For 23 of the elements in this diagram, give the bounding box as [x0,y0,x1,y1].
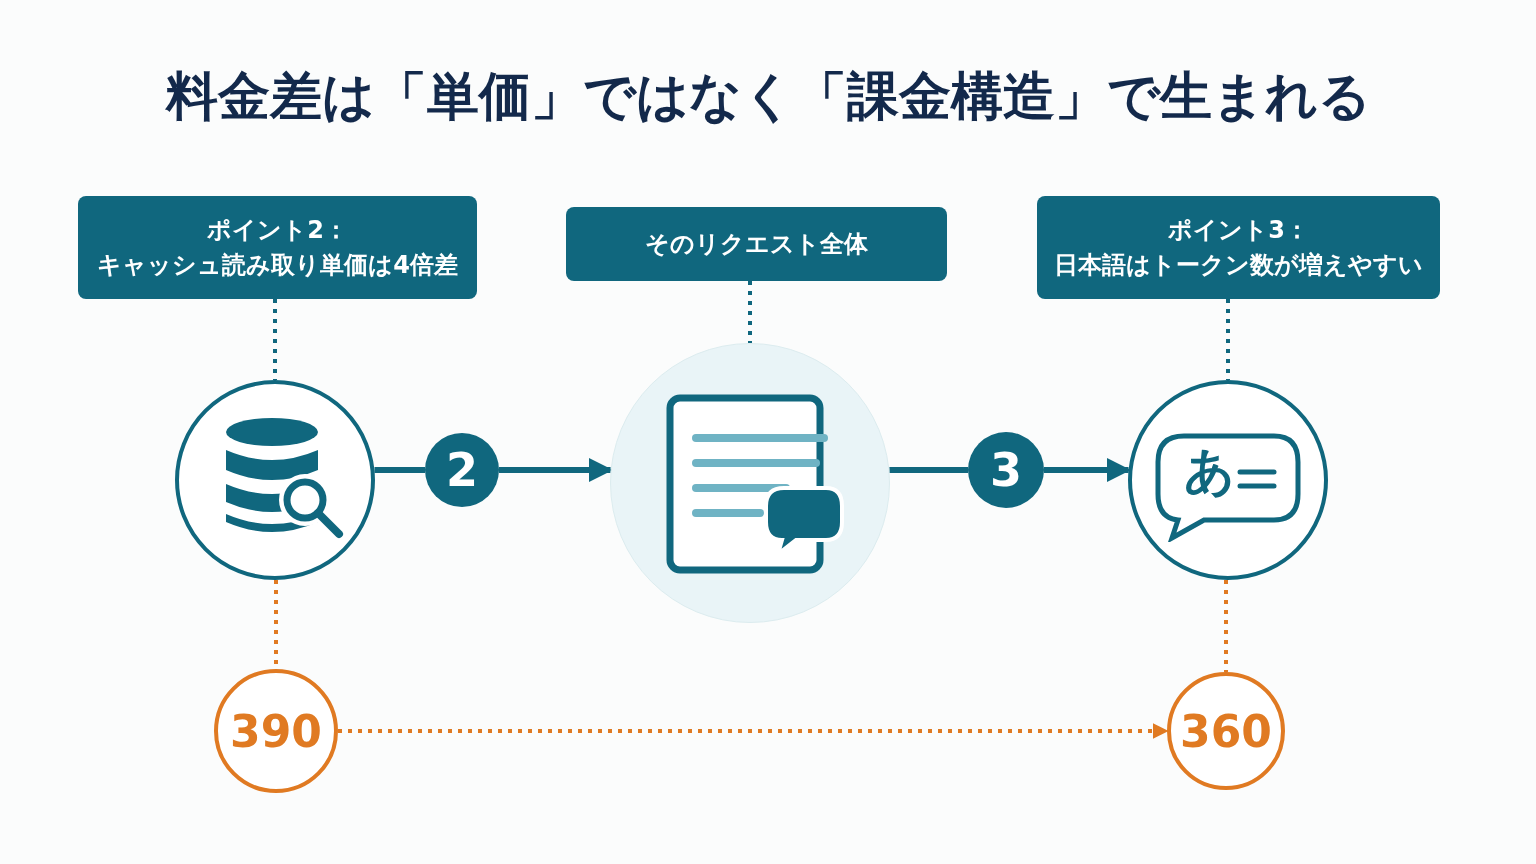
box-heading: ポイント3： [1168,214,1309,246]
value-text: 390 [230,705,322,757]
label-box [566,207,947,281]
connector-line [273,299,277,380]
box-heading: ポイント2： [207,214,348,246]
connector-line [889,467,968,473]
label-box [78,196,477,299]
arrow [1044,458,1131,482]
box-text: 日本語はトークン数が増えやすい [1054,249,1423,281]
title: 料金差は「単価」ではなく「課金構造」で生まれる [164,65,1372,128]
step-digit: 2 [446,443,478,497]
connector-line [748,281,752,343]
box-text: そのリクエスト全体 [645,228,868,260]
arrow [338,723,1169,739]
step-digit: 3 [990,443,1022,497]
kana-glyph: あ [1184,446,1235,496]
box-text: キャッシュ読み取り単価は4倍差 [97,249,458,281]
connector-line [1224,580,1228,672]
arrow [499,458,613,482]
connector-line [374,467,425,473]
label-box [1037,196,1440,299]
value-text: 360 [1180,705,1272,757]
connector-line [1226,299,1230,380]
